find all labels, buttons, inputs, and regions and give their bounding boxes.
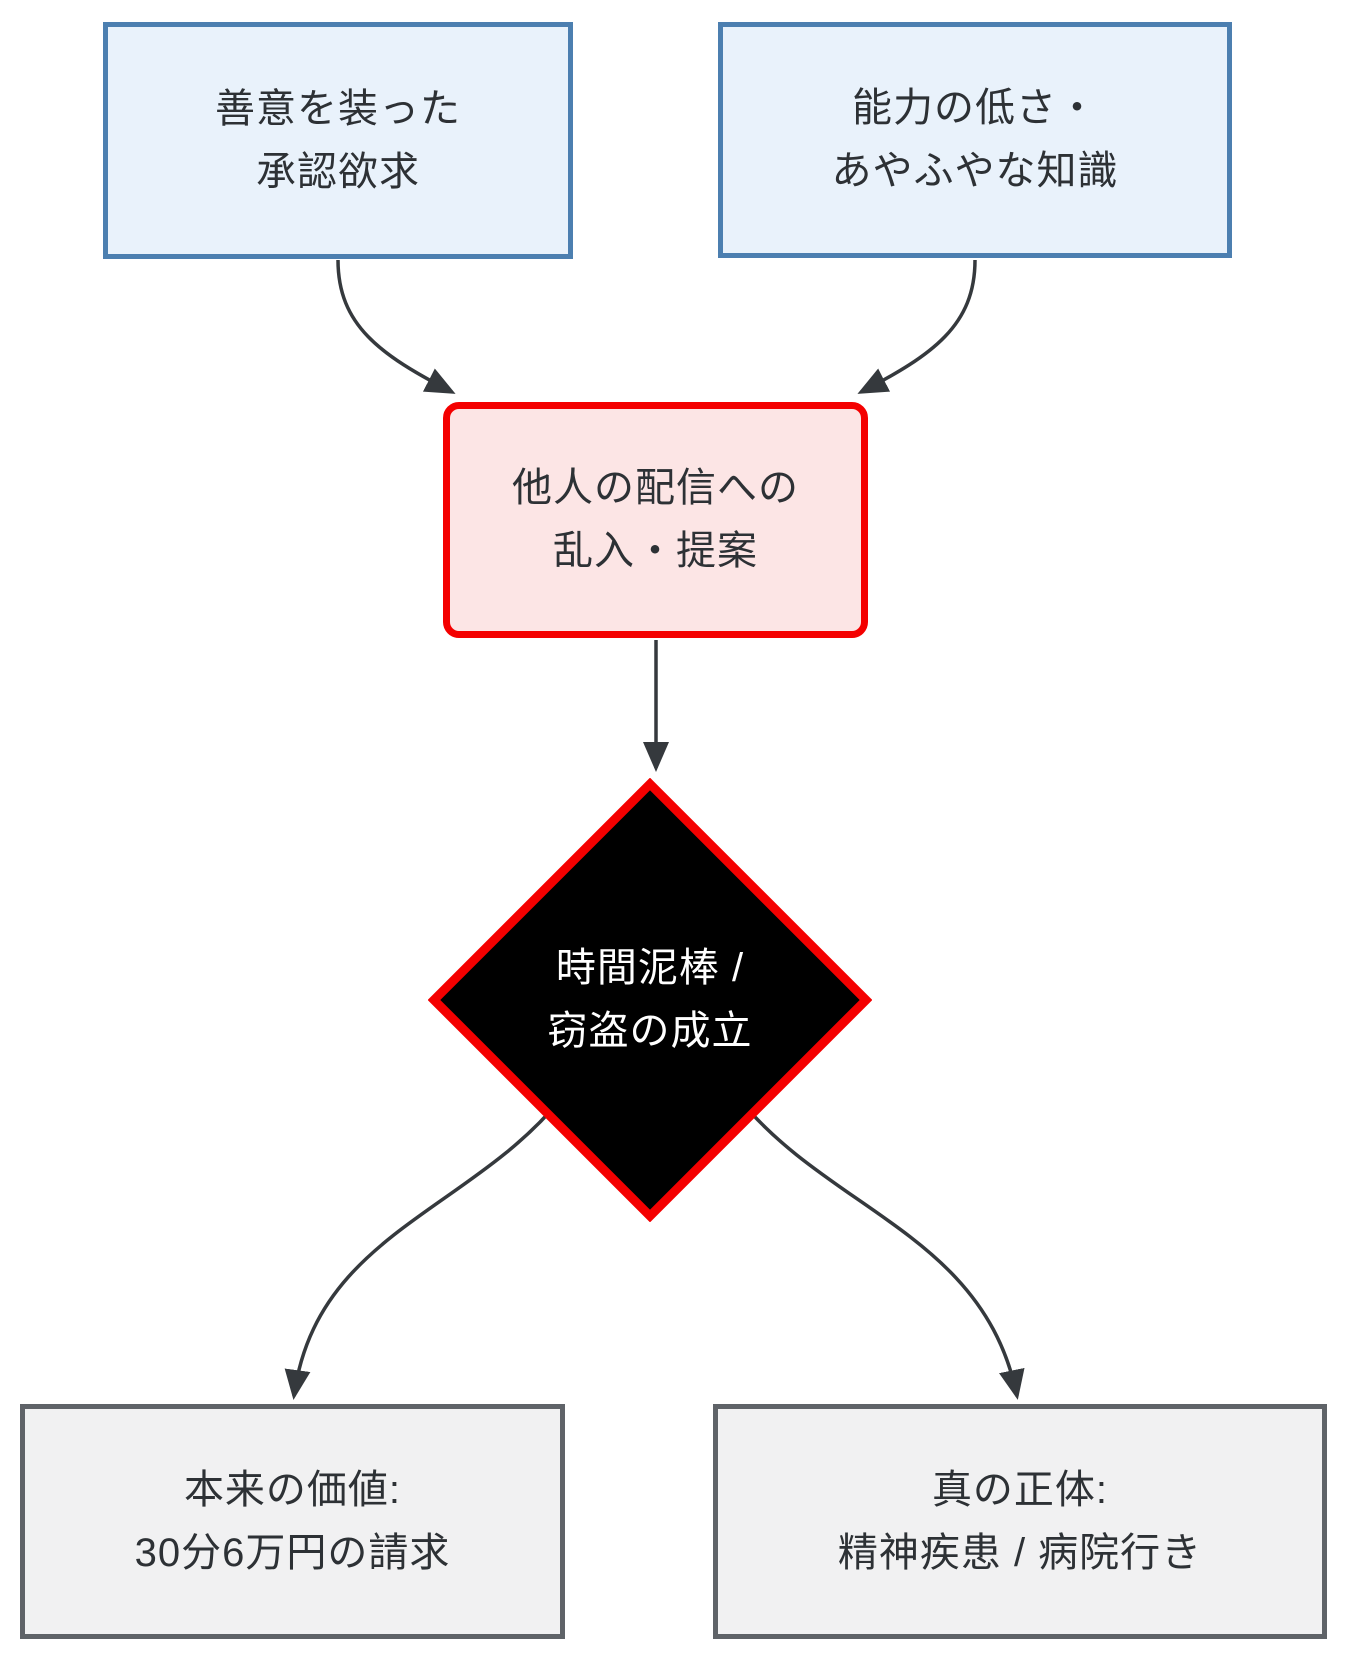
node-low-ability: 能力の低さ・ あやふやな知識 xyxy=(718,22,1232,258)
node-label-line2: 窃盗の成立 xyxy=(547,1009,753,1053)
node-stream-intrusion: 他人の配信への 乱入・提案 xyxy=(443,402,868,638)
edge-ability-to-intrusion xyxy=(857,259,977,394)
edge-theft-to-identity xyxy=(738,1098,1025,1400)
diamond-shape xyxy=(428,778,872,1222)
node-label-line2: 精神疾患 / 病院行き xyxy=(837,1530,1203,1575)
node-time-theft-decision: 時間泥棒 / 窃盗の成立 xyxy=(428,778,872,1222)
node-label-line1: 本来の価値: xyxy=(183,1467,402,1512)
node-true-value: 本来の価値: 30分6万円の請求 xyxy=(20,1404,565,1639)
node-goodwill-approval: 善意を装った 承認欲求 xyxy=(103,22,573,259)
node-label-line2: あやふやな知識 xyxy=(831,149,1119,193)
node-label-line2: 乱入・提案 xyxy=(553,529,758,573)
node-label: 時間泥棒 / 窃盗の成立 xyxy=(548,937,753,1063)
node-label-line1: 善意を装った xyxy=(215,86,461,131)
edge-theft-to-value xyxy=(284,1098,562,1400)
node-label-line1: 能力の低さ・ xyxy=(852,86,1098,130)
node-label-line2: 承認欲求 xyxy=(256,149,420,194)
node-label-line1: 他人の配信への xyxy=(512,466,799,510)
edge-motive-to-intrusion xyxy=(336,259,456,394)
node-label-line2: 30分6万円の請求 xyxy=(134,1530,451,1575)
node-label-line1: 時間泥棒 / xyxy=(555,946,745,990)
node-label-line1: 真の正体: xyxy=(931,1467,1109,1512)
node-true-identity: 真の正体: 精神疾患 / 病院行き xyxy=(713,1404,1327,1639)
